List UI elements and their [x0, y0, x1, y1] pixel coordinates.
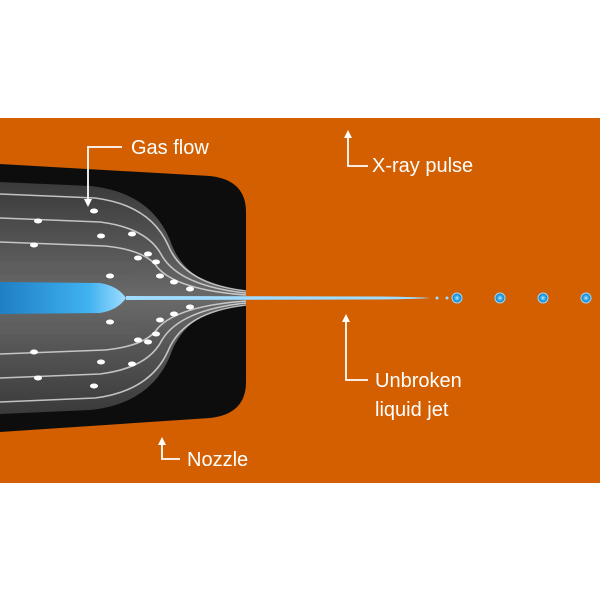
- gas-particle: [170, 279, 178, 285]
- jet-fleck: [445, 296, 449, 300]
- gas-particle: [144, 251, 152, 257]
- gas-particle: [34, 218, 42, 224]
- droplet: [580, 292, 592, 304]
- xray-pulse-label: X-ray pulse: [372, 155, 473, 177]
- gas-particle: [144, 339, 152, 345]
- gas-particle: [186, 286, 194, 292]
- gas-particle: [106, 273, 114, 279]
- unbroken-jet-label-line2: liquid jet: [375, 399, 449, 421]
- nozzle-arrowhead: [158, 437, 166, 445]
- droplet: [494, 292, 506, 304]
- liquid-jet: [126, 296, 430, 300]
- unbroken-jet-label-line1: Unbroken: [375, 370, 462, 392]
- droplet: [537, 292, 549, 304]
- gas-particle: [152, 331, 160, 337]
- gas-particle: [106, 319, 114, 325]
- gas-particle: [90, 208, 98, 214]
- gas-particle: [34, 375, 42, 381]
- gas-particle: [156, 273, 164, 279]
- gas-flow-pointer: [87, 146, 122, 203]
- gas-particle: [30, 242, 38, 248]
- capillary-band-bottom: [0, 322, 135, 334]
- gas-particle: [90, 383, 98, 389]
- liquid-core: [0, 282, 126, 314]
- xray-pulse-arrowhead: [344, 130, 352, 138]
- gas-particle: [128, 231, 136, 237]
- jet-arrowhead: [342, 314, 350, 322]
- droplets: [451, 292, 592, 304]
- gas-particle: [134, 337, 142, 343]
- droplet: [451, 292, 463, 304]
- gas-flow-lines: [0, 193, 247, 403]
- gas-particle: [170, 311, 178, 317]
- gas-particle: [156, 317, 164, 323]
- gas-particle: [152, 259, 160, 265]
- capillary-band-top: [0, 262, 135, 274]
- gas-particle: [30, 349, 38, 355]
- nozzle-pointer: [161, 441, 180, 460]
- nozzle-label: Nozzle: [187, 449, 248, 471]
- gas-particle: [97, 233, 105, 239]
- gas-particle: [128, 361, 136, 367]
- gas-flow-arrowhead: [84, 199, 92, 207]
- xray-pulse-pointer: [347, 134, 368, 167]
- jet-pointer: [345, 318, 368, 381]
- gas-flow-label: Gas flow: [131, 137, 209, 159]
- gas-particle: [186, 304, 194, 310]
- gas-particle: [97, 359, 105, 365]
- gas-particle: [134, 255, 142, 261]
- jet-fleck: [435, 296, 439, 300]
- gas-particles: [30, 208, 194, 389]
